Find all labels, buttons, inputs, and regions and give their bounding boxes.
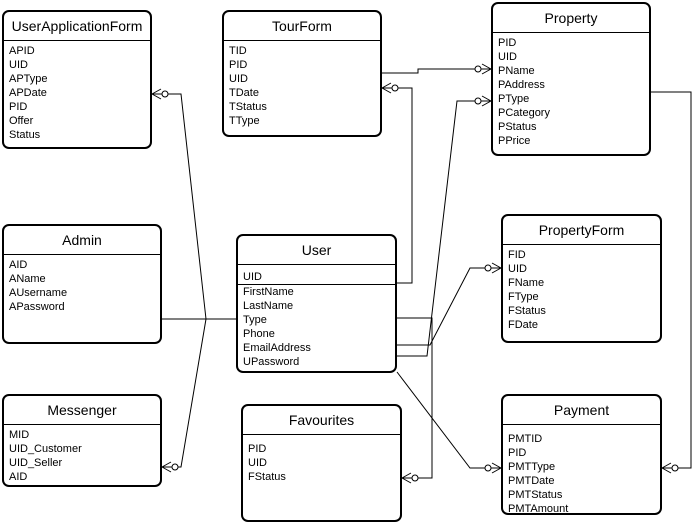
field: FStatus [508,305,546,317]
entity-title: Payment [503,396,660,425]
entity-title: Admin [4,226,160,255]
field: PMTStatus [508,489,563,501]
field: FID [508,249,526,261]
field: UID [229,73,248,85]
field: UID [9,59,28,71]
field: LastName [243,300,294,312]
entity-propertyform[interactable]: PropertyForm FID UID FName FType FStatus… [501,214,662,343]
field: PCategory [498,107,550,119]
field: Offer [9,115,34,127]
field: PMTID [508,433,543,445]
field: Status [9,129,41,141]
field: FType [508,291,539,303]
field: AID [9,471,28,483]
entity-title: User [238,236,395,265]
rel-user-propertyform [397,267,501,346]
field: UPassword [243,356,300,368]
field: PPrice [498,135,531,147]
field: APassword [9,301,65,313]
entity-title: PropertyForm [503,216,660,245]
rel-tourform-property [382,68,491,74]
field: PID [248,443,267,455]
rel-user-property [397,100,491,357]
field: TType [229,115,260,127]
field: AID [9,259,28,271]
field: FName [508,277,545,289]
entity-userapplicationform[interactable]: UserApplicationForm APID UID APType APDa… [2,10,152,149]
field: UID [508,263,527,275]
field: PAddress [498,79,545,91]
field: PID [9,101,28,113]
field: AUsername [9,287,68,299]
entity-property[interactable]: Property PID UID PName PAddress PType PC… [491,2,651,156]
field: PMTDate [508,475,555,487]
entity-user[interactable]: User UID FirstName LastName Type Phone E… [236,234,397,373]
entity-payment[interactable]: Payment PMTID PID PMTType PMTDate PMTSta… [501,394,662,515]
field: Type [243,314,267,326]
entity-title: Property [493,4,649,33]
field: PType [498,93,530,105]
field: FirstName [243,286,294,298]
field: TID [229,45,247,57]
field: PMTType [508,461,556,473]
entity-title: Favourites [243,406,400,435]
field: FStatus [248,471,286,483]
field: APType [9,73,48,85]
entity-messenger[interactable]: Messenger MID UID_Customer UID_Seller AI… [2,394,162,487]
entity-title: Messenger [4,396,160,425]
field: AName [9,273,46,285]
entity-title: TourForm [224,12,380,41]
field: UID_Customer [9,443,82,455]
field: APID [9,45,35,57]
field: UID_Seller [9,457,63,469]
field: PMTAmount [508,503,569,515]
field: PID [508,447,527,459]
entity-title: UserApplicationForm [4,12,150,41]
field: PID [229,59,248,71]
field: MID [9,429,30,441]
rel-user-favourites [397,317,433,479]
field: PID [498,37,517,49]
field: UID [248,457,267,469]
field: EmailAddress [243,342,311,354]
field: TDate [229,87,259,99]
entity-favourites[interactable]: Favourites PID UID FStatus [241,404,402,522]
primary-key-field: UID [238,270,395,285]
entity-tourform[interactable]: TourForm TID PID UID TDate TStatus TType [222,10,382,137]
field: PStatus [498,121,537,133]
field: UID [498,51,517,63]
field: TStatus [229,101,267,113]
field: PName [498,65,535,77]
field: APDate [9,87,47,99]
field: FDate [508,319,538,331]
entity-admin[interactable]: Admin AID AName AUsername APassword [2,224,162,344]
field: Phone [243,328,275,340]
rel-user-messenger [162,318,207,468]
rel-user-payment [396,371,501,469]
